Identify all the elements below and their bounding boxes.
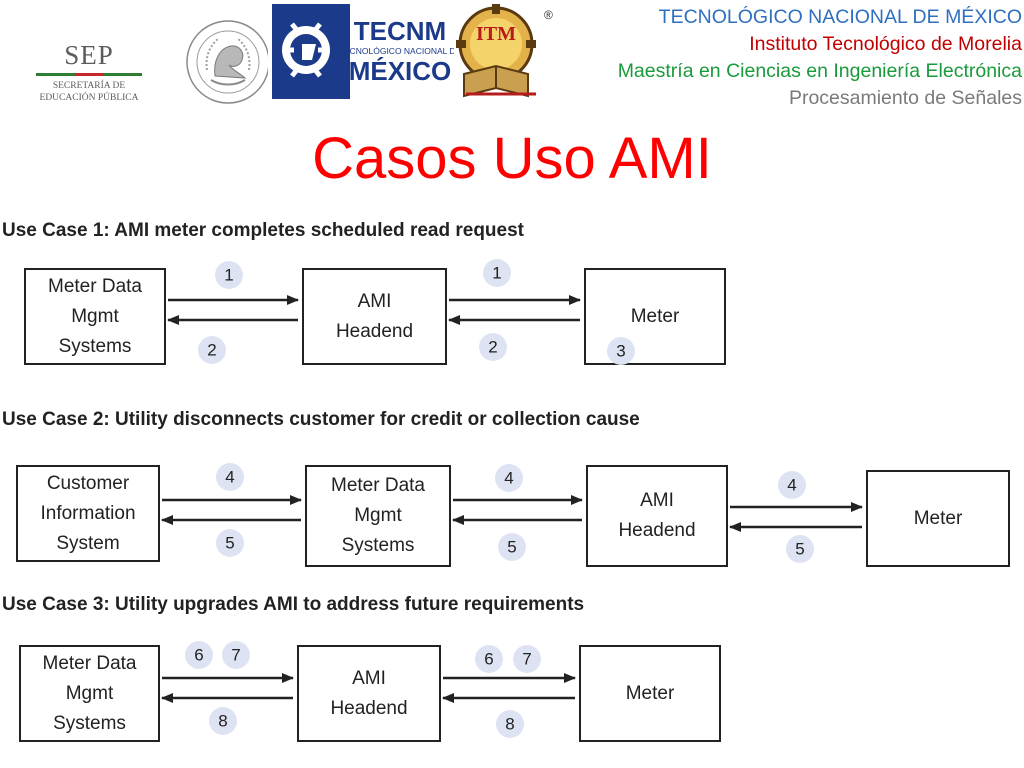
uc2-badge-back-3: 5: [786, 535, 814, 563]
page-title: Casos Uso AMI: [312, 126, 712, 191]
itm-logo: ITM: [456, 4, 546, 102]
svg-text:1: 1: [224, 266, 233, 285]
svg-text:4: 4: [504, 469, 513, 488]
mexico-seal-icon: [185, 18, 271, 106]
sep-logo-subtitle-line1: SECRETARÍA DE: [52, 81, 126, 91]
header-institute: Instituto Tecnológico de Morelia: [749, 33, 1022, 55]
itm-logo-letters: ITM: [476, 23, 516, 45]
header-course: Procesamiento de Señales: [788, 87, 1022, 109]
use-case-1-heading: Use Case 1: AMI meter completes schedule…: [2, 220, 524, 241]
uc1-badge-back-2: 2: [479, 333, 507, 361]
uc2-node-meter-data-mgmt: Meter Data Mgmt Systems: [305, 465, 451, 567]
uc2-node-meter-data-mgmt-label: Meter Data Mgmt Systems: [331, 475, 425, 556]
uc3-node-meter-data-mgmt-label: Meter Data Mgmt Systems: [42, 652, 137, 734]
tecnm-logo-line3: MÉXICO: [349, 56, 452, 86]
uc1-badge-forward-1: 1: [215, 261, 243, 289]
svg-text:1: 1: [492, 264, 501, 283]
sep-logo: SEP SECRETARÍA DE EDUCACIÓN PÚBLICA: [14, 10, 164, 114]
uc1-badge-back-1: 2: [198, 336, 226, 364]
uc3-badge-back-2: 8: [496, 710, 524, 738]
uc3-badge-forward-1a: 6: [185, 641, 213, 669]
uc2-badge-forward-1: 4: [216, 463, 244, 491]
uc2-badge-forward-2: 4: [495, 464, 523, 492]
svg-text:2: 2: [488, 338, 497, 357]
svg-text:6: 6: [484, 650, 493, 669]
svg-text:5: 5: [225, 534, 234, 553]
sep-logo-subtitle: SECRETARÍA DE EDUCACIÓN PÚBLICA: [14, 80, 164, 104]
svg-text:4: 4: [225, 468, 234, 487]
uc1-node-meter: Meter: [584, 268, 726, 365]
uc2-node-ami-headend-label: AMI Headend: [618, 490, 696, 541]
svg-text:5: 5: [795, 540, 804, 559]
svg-text:8: 8: [218, 712, 227, 731]
uc3-node-ami-headend-label: AMI Headend: [330, 667, 408, 719]
uc1-badge-forward-2: 1: [483, 259, 511, 287]
header-program: Maestría en Ciencias en Ingeniería Elect…: [617, 60, 1022, 82]
uc2-node-meter-label: Meter: [913, 507, 963, 529]
uc1-node-meter-data-mgmt: Meter Data Mgmt Systems: [24, 268, 166, 365]
uc1-node-ami-headend: AMI Headend: [302, 268, 447, 365]
uc2-badge-forward-3: 4: [778, 471, 806, 499]
uc3-node-meter-label: Meter: [625, 682, 675, 704]
registered-mark: ®: [544, 8, 553, 22]
uc3-badge-forward-2a: 6: [475, 645, 503, 673]
uc2-node-customer-info-system-label: Customer Information System: [40, 472, 136, 554]
tecnm-logo-line2: TECNOLÓGICO NACIONAL DE: [339, 46, 454, 56]
svg-text:2: 2: [207, 341, 216, 360]
uc2-node-meter: Meter: [866, 470, 1010, 567]
tecnm-logo-line1: TECNM: [354, 16, 446, 46]
uc3-node-ami-headend: AMI Headend: [297, 645, 441, 742]
svg-text:8: 8: [505, 715, 514, 734]
uc2-node-ami-headend: AMI Headend: [586, 465, 728, 567]
svg-text:7: 7: [522, 650, 531, 669]
header-text: TECNOLÓGICO NACIONAL DE MÉXICO Instituto…: [618, 4, 1022, 112]
svg-text:4: 4: [787, 476, 796, 495]
header-institution: TECNOLÓGICO NACIONAL DE MÉXICO: [658, 6, 1022, 28]
sep-logo-subtitle-line2: EDUCACIÓN PÚBLICA: [39, 93, 139, 103]
uc2-badge-back-2: 5: [498, 533, 526, 561]
uc3-node-meter-data-mgmt: Meter Data Mgmt Systems: [19, 645, 160, 742]
uc2-badge-back-1: 5: [216, 529, 244, 557]
uc3-badge-back-1: 8: [209, 707, 237, 735]
uc1-node-ami-headend-label: AMI Headend: [335, 290, 414, 342]
svg-text:5: 5: [507, 538, 516, 557]
uc3-badge-forward-2b: 7: [513, 645, 541, 673]
tecnm-logo: TECNM TECNOLÓGICO NACIONAL DE MÉXICO: [268, 0, 462, 103]
uc1-node-meter-data-mgmt-label: Meter Data Mgmt Systems: [48, 275, 142, 357]
uc3-badge-forward-1b: 7: [222, 641, 250, 669]
use-case-3-heading: Use Case 3: Utility upgrades AMI to addr…: [2, 594, 585, 615]
uc1-node-meter-label: Meter: [630, 305, 680, 327]
sep-logo-word: SEP: [64, 40, 114, 70]
sep-logo-rule-accent: [76, 73, 104, 76]
uc3-node-meter: Meter: [579, 645, 721, 742]
use-case-2-heading: Use Case 2: Utility disconnects customer…: [2, 409, 640, 430]
uc2-node-customer-info-system: Customer Information System: [16, 465, 160, 562]
svg-text:7: 7: [231, 646, 240, 665]
svg-text:6: 6: [194, 646, 203, 665]
